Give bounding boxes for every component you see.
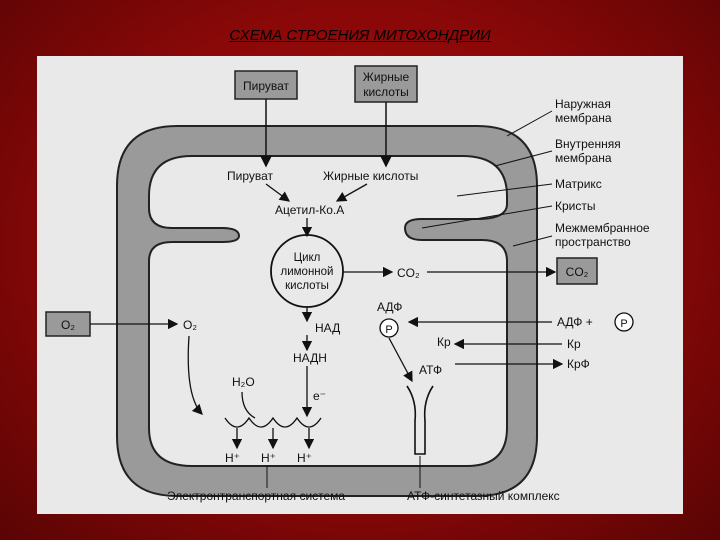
h2o-label: H₂O [232, 375, 255, 389]
kr-outer-label: Кр [567, 337, 581, 351]
co2-inner-label: CO₂ [397, 266, 420, 280]
atp-synthase-shape [406, 385, 434, 455]
acetyl-coa-label: Ацетил-Ко.А [275, 203, 344, 217]
inner-membrane-label-1: Внутренняя [555, 137, 621, 151]
fatty-acids-box-label-1: Жирные [363, 70, 410, 84]
proton-label-3: H⁺ [297, 451, 312, 465]
etc-label: Электронтранспортная система [167, 489, 345, 503]
fatty-acids-label: Жирные кислоты [323, 169, 418, 183]
matrix-label: Матрикс [555, 177, 602, 191]
outer-membrane-pointer [506, 110, 553, 137]
atp-inner-label: АТФ [419, 363, 442, 377]
phosphate-outer [614, 312, 634, 332]
adp-inner-label: АДФ [377, 300, 402, 314]
fatty-to-acetyl-arrow [335, 183, 368, 202]
electron-label: e⁻ [313, 389, 326, 403]
intermembrane-pointer [512, 235, 553, 247]
atp-synthase-label: АТФ-синтетазный комплекс [407, 489, 560, 503]
fatty-acids-box-label-2: кислоты [363, 85, 409, 99]
intermembrane-label-1: Межмембранное [555, 221, 650, 235]
pyruvate-label: Пируват [227, 169, 274, 183]
proton-label-1: H⁺ [225, 451, 240, 465]
mitochondrion-diagram: Пируват Жирные кислоты Пируват Жирные ки… [45, 65, 650, 503]
krf-outer-label: КрФ [567, 357, 590, 371]
o2-box-label: O₂ [61, 318, 75, 332]
nad-label: НАД [315, 321, 340, 335]
outer-membrane-label-1: Наружная [555, 97, 611, 111]
phosphate-outer-label: P [620, 318, 627, 330]
co2-box-label: CO₂ [566, 265, 589, 279]
phosphate-inner-label: P [385, 324, 392, 336]
cristae-label: Кристы [555, 199, 596, 213]
slide-title: СХЕМА СТРОЕНИЯ МИТОХОНДРИИ [0, 0, 720, 56]
o2-to-etc-arrow [187, 335, 203, 415]
inner-membrane-pointer [494, 150, 553, 167]
pyruvate-to-acetyl-arrow [265, 183, 291, 202]
slide-title-text: СХЕМА СТРОЕНИЯ МИТОХОНДРИИ [229, 27, 491, 44]
cycle-label-2: лимонной [281, 266, 334, 278]
adp-to-synthase-arrow [388, 337, 413, 383]
cycle-label-1: Цикл [294, 252, 321, 264]
cristae-pointer [421, 205, 553, 229]
inner-membrane-label-2: мембрана [555, 151, 612, 165]
pyruvate-box [234, 70, 298, 100]
fatty-acids-box [354, 65, 418, 103]
matrix-pointer [456, 183, 553, 197]
pyruvate-box-label: Пируват [243, 79, 290, 93]
outer-membrane-label-2: мембрана [555, 111, 612, 125]
kr-inner-label: Кр [437, 335, 451, 349]
co2-box [556, 257, 598, 285]
h2o-curve [241, 391, 256, 419]
o2-inner-label: O₂ [183, 318, 197, 332]
proton-wave [224, 416, 322, 428]
proton-label-2: H⁺ [261, 451, 276, 465]
intermembrane-label-2: пространство [555, 235, 631, 249]
diagram-sheet: Пируват Жирные кислоты Пируват Жирные ки… [37, 56, 683, 514]
phosphate-inner [379, 318, 399, 338]
adp-outer-label: АДФ + [557, 315, 593, 329]
nadh-label: НАДН [293, 351, 327, 365]
cycle-label-3: кислоты [285, 280, 329, 292]
